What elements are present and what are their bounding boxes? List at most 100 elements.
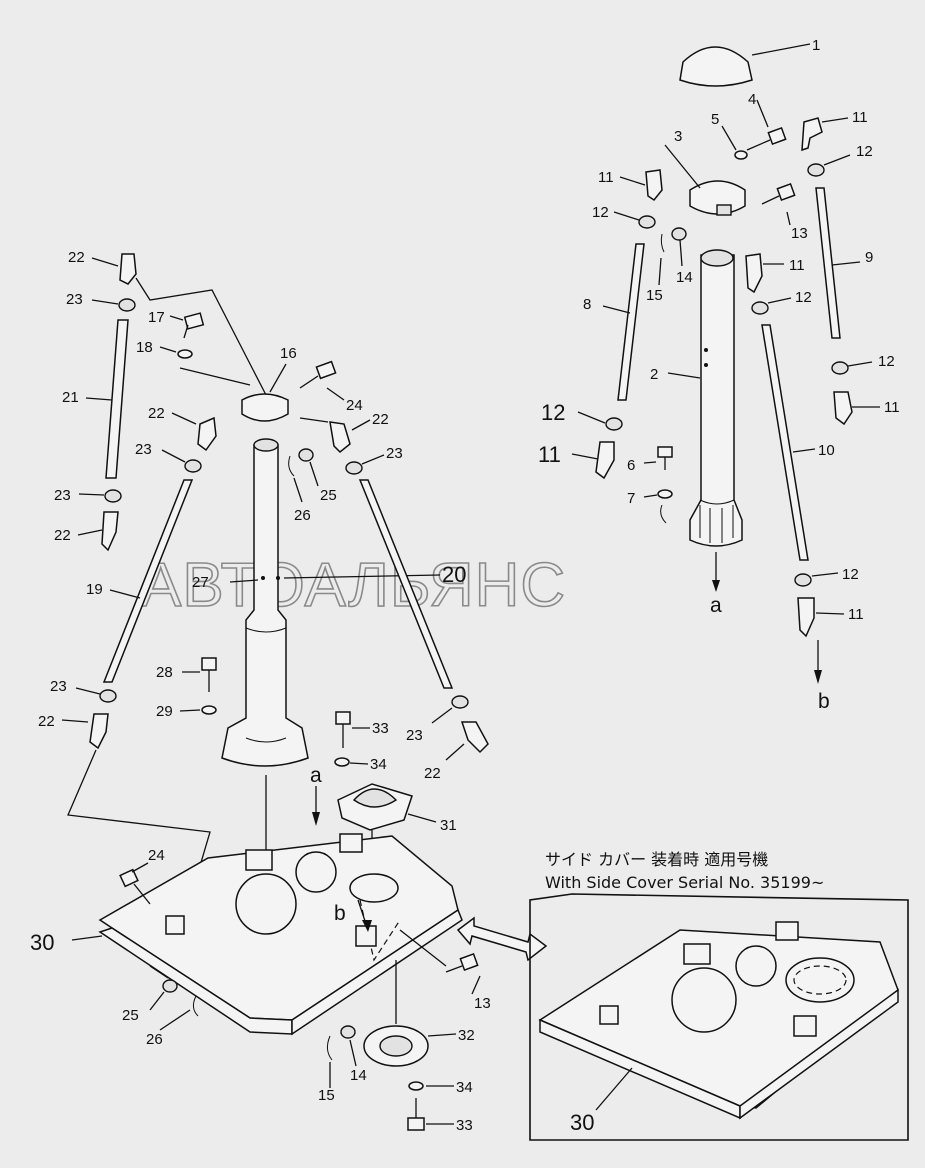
callout-11: 11: [848, 606, 864, 623]
nut: [794, 573, 812, 587]
callout-24: 24: [346, 397, 363, 414]
rod-end: [89, 713, 109, 750]
callout-26: 26: [294, 507, 311, 524]
callout-11: 11: [538, 442, 561, 467]
reference-a: a: [710, 594, 722, 617]
tie-rod: [358, 479, 454, 689]
callout-14: 14: [676, 269, 693, 286]
callout-25: 25: [122, 1007, 139, 1024]
pin: [326, 1035, 333, 1061]
callout-22: 22: [424, 765, 441, 782]
washer: [734, 150, 748, 160]
callout-17: 17: [148, 309, 165, 326]
bracket: [339, 833, 363, 853]
callout-34: 34: [370, 756, 387, 773]
cap: [679, 46, 753, 87]
watermark: АВТОАЛЬЯНС: [140, 551, 566, 620]
bolt: [335, 711, 351, 725]
nut: [162, 979, 178, 993]
callout-31: 31: [440, 817, 457, 834]
washer: [408, 1081, 424, 1091]
tie-rod: [617, 243, 645, 401]
callout-6: 6: [627, 457, 635, 474]
callout-33: 33: [372, 720, 389, 737]
rod-end: [645, 169, 663, 202]
callout-23: 23: [406, 727, 423, 744]
callout-15: 15: [318, 1087, 335, 1104]
column-top: [700, 249, 734, 267]
washer: [657, 489, 673, 499]
callout-13: 13: [474, 995, 491, 1012]
rod-end: [101, 511, 119, 552]
nut: [340, 1025, 356, 1039]
callout-24: 24: [148, 847, 165, 864]
rod-end: [801, 117, 823, 152]
left-column-assembly: [61, 253, 489, 921]
callout-27: 27: [192, 574, 209, 591]
callout-9: 9: [865, 249, 873, 266]
callout-23: 23: [135, 441, 152, 458]
callout-11: 11: [884, 399, 900, 416]
nut: [99, 689, 117, 703]
callout-12: 12: [592, 204, 609, 221]
rod-end: [797, 597, 815, 638]
column-tube: [221, 444, 309, 767]
callout-30: 30: [570, 1110, 594, 1135]
bolt: [183, 312, 205, 330]
pin: [660, 233, 665, 253]
tie-rod: [761, 324, 809, 561]
callout-5: 5: [711, 111, 719, 128]
nut: [451, 695, 469, 709]
bolt: [119, 868, 139, 888]
nut: [605, 417, 623, 431]
inset-box: [529, 893, 909, 1141]
callout-25: 25: [320, 487, 337, 504]
callout-11: 11: [852, 109, 868, 126]
bolt: [201, 657, 217, 671]
callout-26: 26: [146, 1031, 163, 1048]
callout-23: 23: [66, 291, 83, 308]
bolt: [459, 953, 479, 971]
pin: [288, 455, 295, 477]
rod-end: [329, 421, 351, 454]
bolt: [315, 360, 337, 380]
clamp-lug: [716, 204, 732, 216]
callout-12: 12: [541, 400, 565, 425]
pin: [192, 995, 199, 1017]
column-tube: [689, 254, 743, 547]
callout-30: 30: [30, 930, 54, 955]
nut: [807, 163, 825, 177]
callout-7: 7: [627, 490, 635, 507]
nut: [345, 461, 363, 475]
rod-end: [460, 721, 489, 754]
base-plate: [71, 833, 481, 1131]
callout-32: 32: [458, 1027, 475, 1044]
callout-19: 19: [86, 581, 103, 598]
callout-11: 11: [598, 169, 614, 186]
nut: [298, 448, 314, 462]
clamp-ring: [241, 393, 289, 422]
bolt: [746, 127, 787, 151]
rod-end: [119, 253, 137, 285]
reference-b: b: [334, 902, 346, 925]
rod-end: [595, 441, 615, 480]
tie-rod: [105, 319, 129, 479]
washer: [177, 349, 193, 359]
callout-22: 22: [38, 713, 55, 730]
reference-a: a: [310, 764, 322, 787]
callout-12: 12: [856, 143, 873, 160]
nut: [184, 459, 202, 473]
callout-18: 18: [136, 339, 153, 356]
callout-14: 14: [350, 1067, 367, 1084]
callout-11: 11: [789, 257, 805, 274]
rod-end: [833, 391, 853, 426]
callout-15: 15: [646, 287, 663, 304]
inset-note-english: With Side Cover Serial No. 35199~: [545, 873, 824, 892]
callout-22: 22: [372, 411, 389, 428]
callout-23: 23: [386, 445, 403, 462]
double-arrow: [456, 916, 548, 962]
bracket: [245, 849, 273, 871]
callout-13: 13: [791, 225, 808, 242]
bolt: [657, 446, 673, 458]
